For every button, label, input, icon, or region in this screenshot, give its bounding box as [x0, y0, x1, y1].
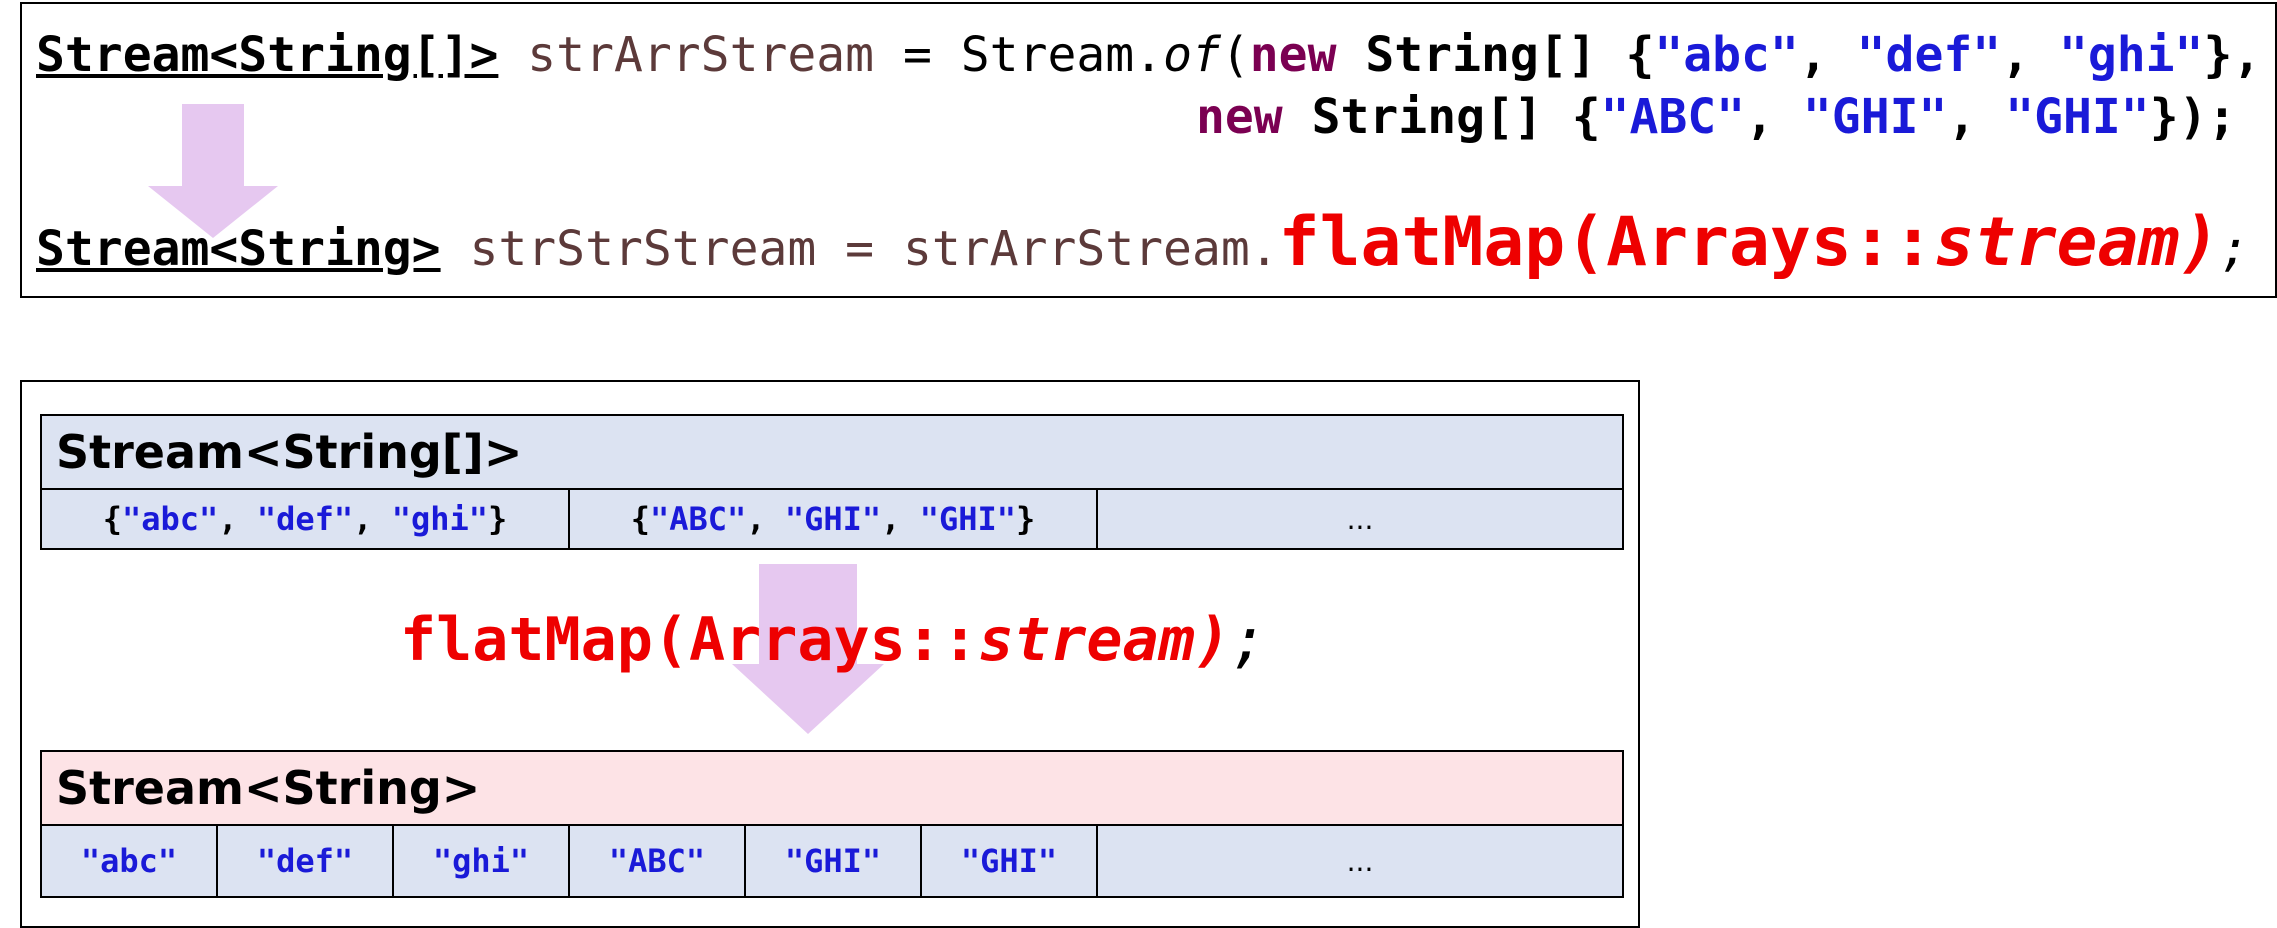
code-comma: , — [1798, 27, 1857, 83]
string-literal: "GHI" — [919, 500, 1017, 538]
code-call-method: of — [1163, 27, 1221, 83]
code-string-literal: "def" — [1856, 27, 2002, 83]
code-variable: strArrStream — [527, 27, 875, 83]
method-ref: stream — [977, 605, 1195, 675]
string-element-cell: "ghi" — [394, 826, 570, 896]
code-method-ref: stream — [1933, 203, 2180, 282]
code-close: }); — [2149, 89, 2237, 145]
stream-elements-row: {"abc", "def", "ghi"} {"ABC", "GHI", "GH… — [42, 490, 1622, 548]
separator: , — [881, 500, 920, 538]
ellipsis: ... — [1346, 844, 1374, 878]
code-assign: = — [816, 221, 903, 277]
code-comma: , — [1947, 89, 2006, 145]
code-snippet-box: Stream<String[]> strArrStream = Stream.o… — [20, 2, 2277, 298]
code-string-literal: "GHI" — [2005, 89, 2150, 145]
code-open-brace: { — [1625, 27, 1655, 83]
string-literal: "def" — [256, 500, 354, 538]
code-method-close: ) — [2179, 203, 2221, 282]
code-line-1: Stream<String[]> strArrStream = Stream.o… — [36, 26, 2261, 84]
string-element-cell: "GHI" — [746, 826, 922, 896]
brace: { — [630, 500, 650, 538]
string-element-cell: "GHI" — [922, 826, 1098, 896]
string-literal: "abc" — [121, 500, 219, 538]
code-new-keyword: new — [1196, 89, 1283, 145]
code-open-paren: ( — [1220, 27, 1250, 83]
separator: , — [353, 500, 392, 538]
down-arrow-icon — [148, 104, 278, 238]
ellipsis-cell: ... — [1098, 490, 1622, 548]
code-array-type: String[] — [1282, 89, 1572, 145]
code-array-type: String[] — [1336, 27, 1626, 83]
down-arrow-icon — [732, 564, 884, 734]
code-line-2: new String[] {"ABC", "GHI", "GHI"}); — [1196, 88, 2236, 146]
code-new-keyword: new — [1249, 27, 1337, 83]
brace: { — [102, 500, 122, 538]
array-element-cell: {"ABC", "GHI", "GHI"} — [570, 490, 1098, 548]
code-type-string-stream: Stream<String> — [36, 221, 441, 277]
code-semicolon: ; — [2220, 221, 2250, 277]
string-literal: "ghi" — [391, 500, 489, 538]
code-string-literal: "ghi" — [2058, 27, 2204, 83]
array-element-cell: {"abc", "def", "ghi"} — [42, 490, 570, 548]
code-comma: , — [2001, 27, 2059, 83]
code-line-3: Stream<String> strStrStream = strArrStre… — [36, 209, 2250, 278]
ellipsis: ... — [1346, 502, 1374, 536]
brace: } — [488, 500, 508, 538]
string-literal: "ghi" — [432, 842, 530, 880]
string-literal: "ABC" — [649, 500, 747, 538]
semicolon: ; — [1230, 605, 1267, 675]
flatmap-diagram: Stream<String[]> {"abc", "def", "ghi"} {… — [20, 380, 1640, 928]
stream-elements-row: "abc" "def" "ghi" "ABC" "GHI" "GHI" ... — [42, 826, 1622, 896]
code-variable: strStrStream — [469, 221, 817, 277]
ellipsis-cell: ... — [1098, 826, 1622, 896]
string-literal: "GHI" — [784, 842, 882, 880]
panel-title: Stream<String[]> — [42, 416, 1622, 490]
string-stream-panel: Stream<String> "abc" "def" "ghi" "ABC" "… — [40, 750, 1624, 898]
string-literal: "GHI" — [784, 500, 882, 538]
panel-title: Stream<String> — [42, 752, 1622, 826]
code-source-variable: strArrStream. — [902, 221, 1279, 277]
brace: } — [1016, 500, 1036, 538]
method-close: ) — [1194, 605, 1231, 675]
code-string-literal: "GHI" — [1802, 89, 1948, 145]
separator: , — [218, 500, 257, 538]
separator: , — [746, 500, 785, 538]
string-element-cell: "def" — [218, 826, 394, 896]
string-literal: "abc" — [80, 842, 178, 880]
code-string-literal: "abc" — [1654, 27, 1799, 83]
string-literal: "def" — [256, 842, 354, 880]
code-assign: = — [874, 27, 961, 83]
flatmap-call: flatMap(Arrays:: — [400, 605, 978, 675]
code-close: }, — [2203, 27, 2262, 83]
code-comma: , — [1745, 89, 1803, 145]
string-literal: "GHI" — [960, 842, 1058, 880]
code-string-literal: "ABC" — [1600, 89, 1746, 145]
code-call-prefix: Stream. — [960, 27, 1164, 83]
code-flatmap-call: flatMap(Arrays:: — [1278, 203, 1934, 282]
string-literal: "ABC" — [608, 842, 706, 880]
string-element-cell: "abc" — [42, 826, 218, 896]
string-array-stream-panel: Stream<String[]> {"abc", "def", "ghi"} {… — [40, 414, 1624, 550]
code-open-brace: { — [1571, 89, 1601, 145]
string-element-cell: "ABC" — [570, 826, 746, 896]
flatmap-operation-label: flatMap(Arrays::stream); — [400, 604, 1267, 676]
code-type-string-array-stream: Stream<String[]> — [36, 27, 499, 83]
